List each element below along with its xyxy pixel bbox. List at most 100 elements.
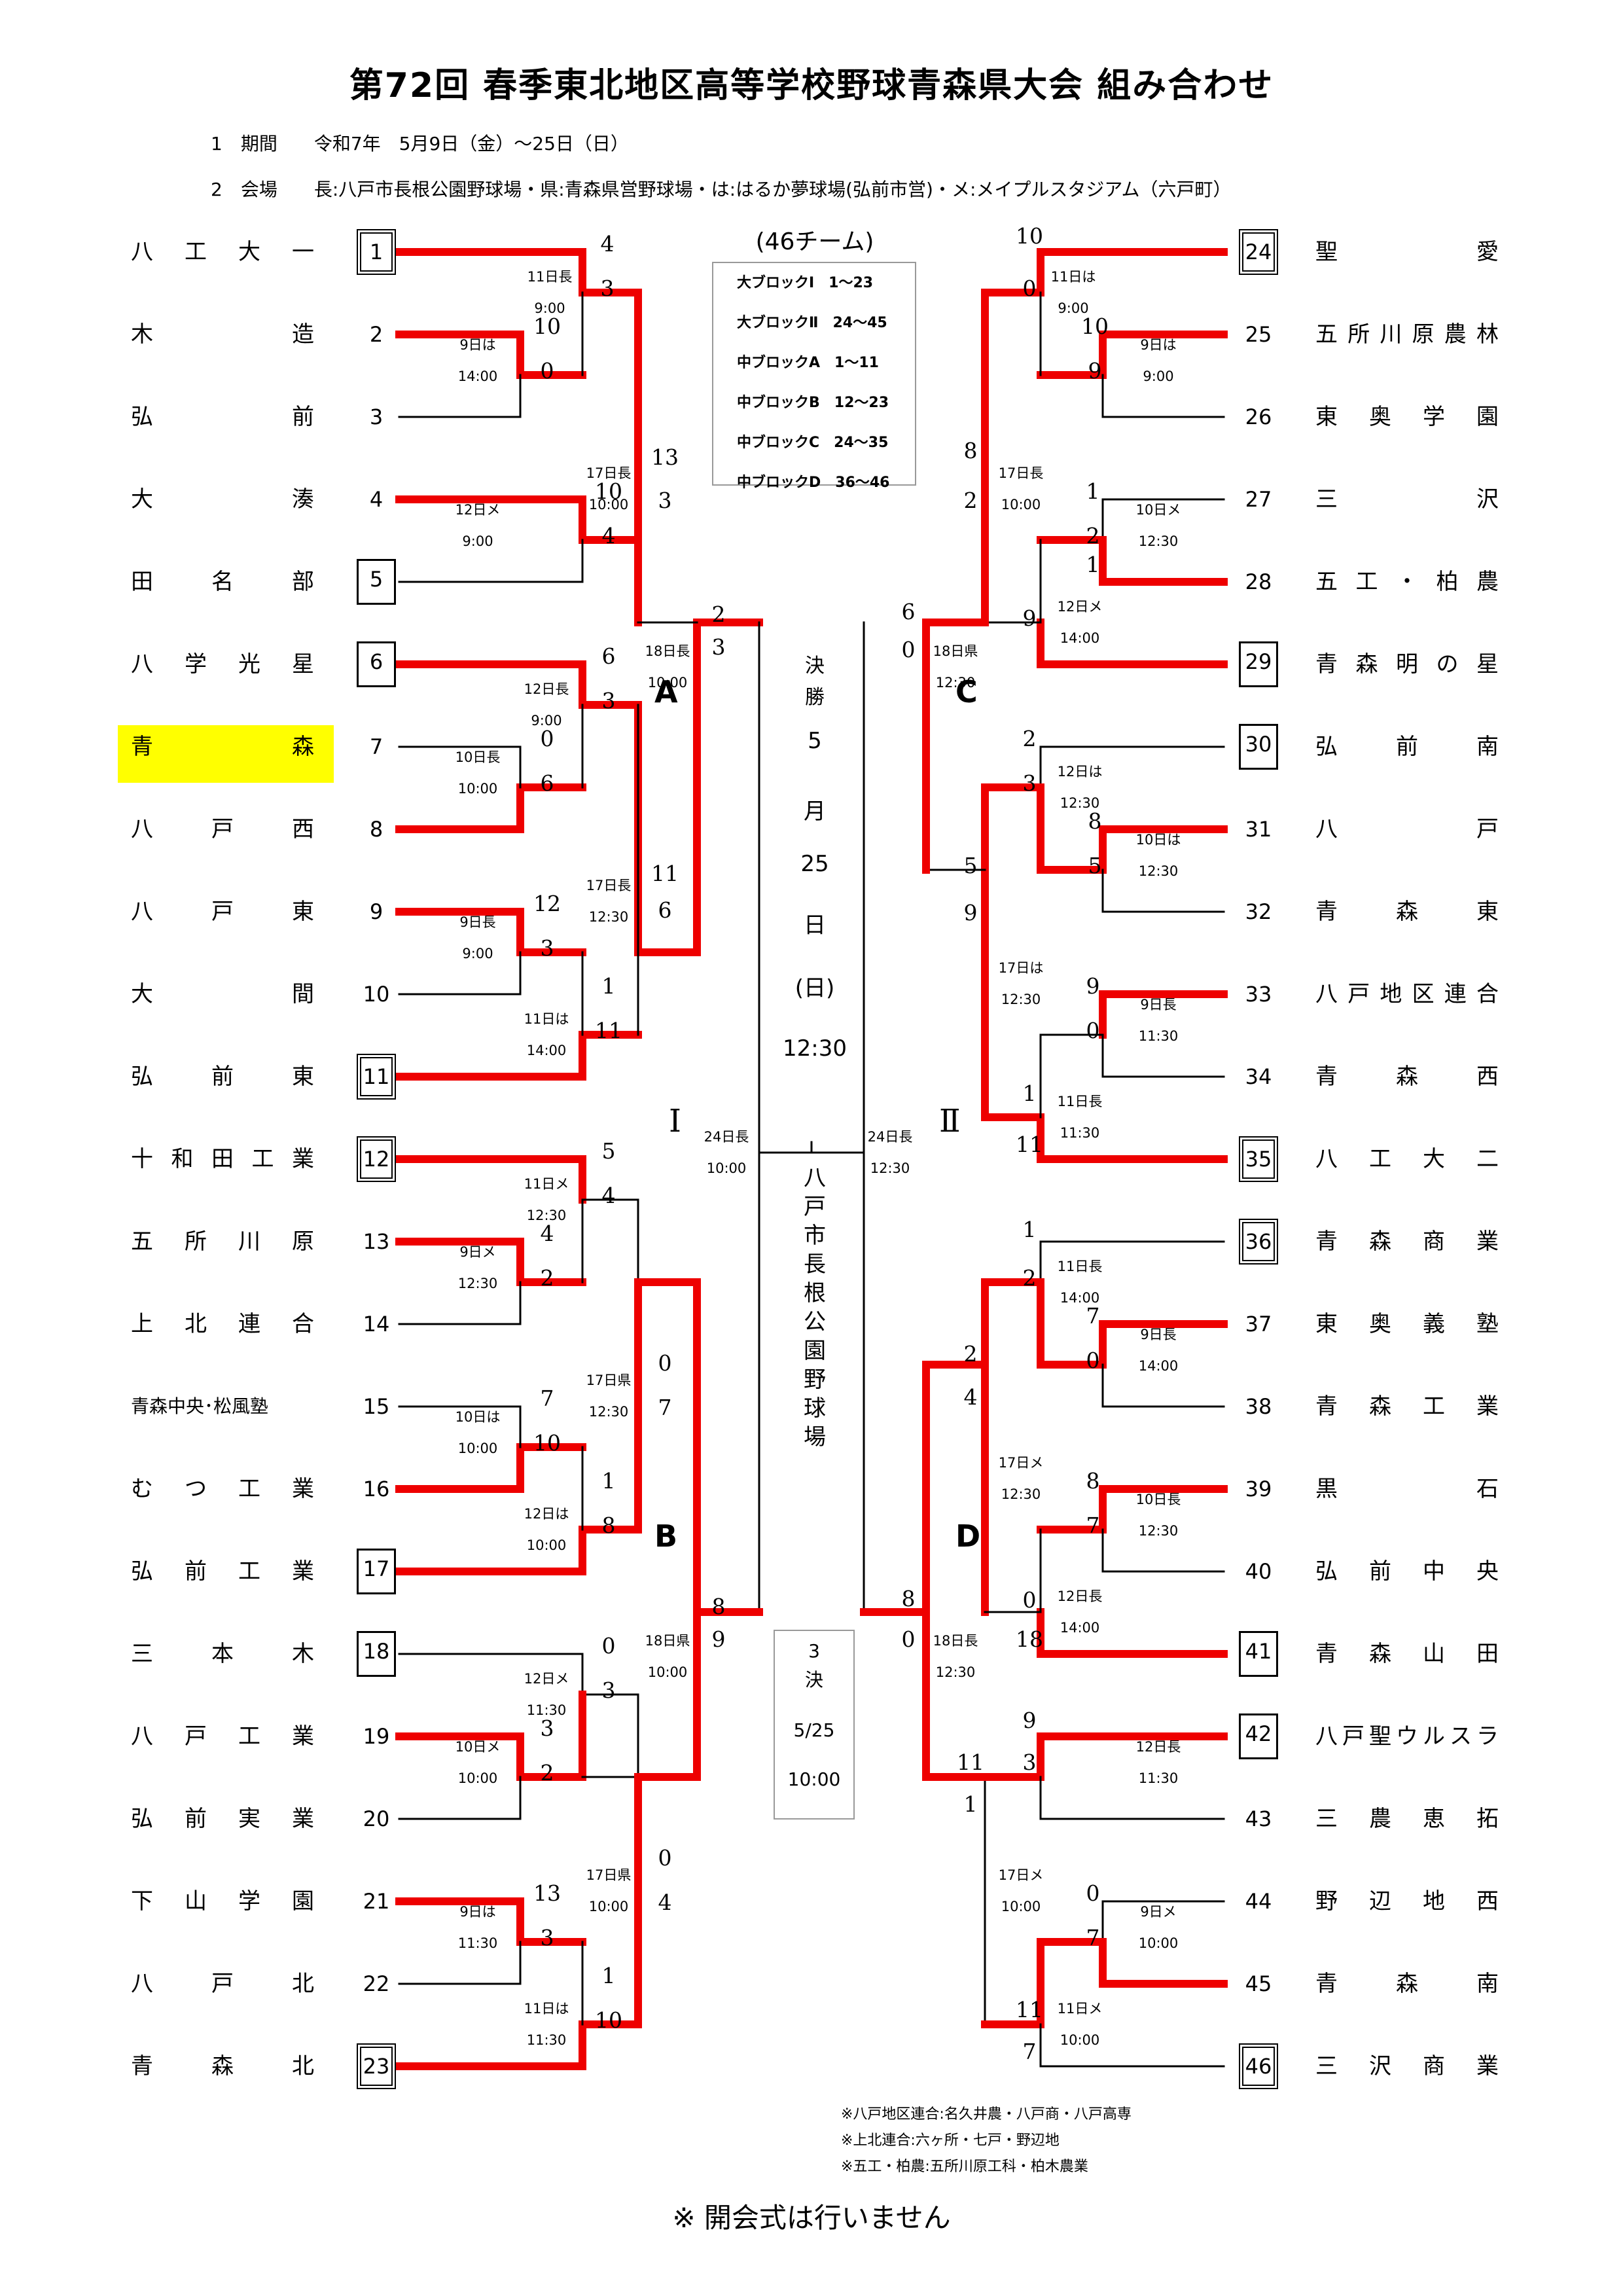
final-weekday: (日): [794, 975, 835, 1001]
team-number: 40: [1245, 1559, 1272, 1584]
team-number: 7: [369, 734, 383, 759]
score-value: 3: [540, 935, 554, 961]
match-date-venue: 10日メ: [1135, 502, 1181, 518]
match-time: 9:00: [534, 300, 565, 316]
score-value: 1: [1022, 1081, 1037, 1106]
team-number: 22: [363, 1971, 390, 1996]
match-date-venue: 10日長: [455, 749, 501, 765]
score-value: 4: [540, 1221, 554, 1246]
score-value: 7: [658, 1395, 672, 1420]
score-value: 1: [601, 973, 616, 999]
score-value: 6: [601, 643, 616, 669]
match-date-venue: 11日は: [1050, 269, 1096, 285]
score-value: 5: [1088, 853, 1102, 878]
third-place-date: 5/25: [793, 1719, 835, 1741]
score-value: 7: [1022, 2039, 1037, 2064]
team-number: 11: [357, 1054, 396, 1100]
match-time: 14:00: [457, 368, 498, 384]
match-date-venue: 18日県: [645, 1633, 690, 1649]
final-month-num: 5: [808, 728, 822, 754]
match-date-venue: 9日長: [459, 914, 496, 930]
team-name: 三農恵拓: [1315, 1806, 1499, 1832]
score-value: 3: [601, 1677, 616, 1703]
venue-char: 戸: [804, 1194, 826, 1220]
score-value: 1: [601, 1963, 616, 1988]
venue-char: 野: [804, 1367, 826, 1393]
team-name: 五所川原: [131, 1229, 314, 1255]
team-name: 十和田工業: [131, 1146, 314, 1172]
venue-char: 球: [804, 1395, 826, 1422]
match-time: 14:00: [1138, 1358, 1179, 1374]
note: ※八戸地区連合:名久井農・八戸商・八戸高専: [841, 2106, 1132, 2123]
match-date-venue: 11日長: [527, 269, 573, 285]
match-date-venue: 9日長: [1140, 997, 1177, 1013]
team-name: 青森西: [1315, 1064, 1499, 1090]
venue-char: 園: [804, 1338, 826, 1364]
final-day: 日: [804, 912, 826, 939]
team-name: 八工大一: [131, 239, 314, 265]
team-number: 21: [363, 1889, 390, 1914]
team-number: 24: [1239, 229, 1278, 275]
match-time: 12:30: [935, 675, 976, 691]
score-value: 2: [963, 1341, 978, 1367]
score-value: 9: [1022, 1708, 1037, 1733]
match-time: 10:00: [647, 675, 688, 691]
match-time: 9:00: [462, 533, 493, 549]
match-time: 10:00: [706, 1160, 747, 1176]
match-time: 10:00: [1138, 1935, 1179, 1951]
final-time: 12:30: [783, 1035, 847, 1062]
team-name: 青森南: [1315, 1971, 1499, 1997]
block-label-d: D: [955, 1518, 981, 1554]
match-date-venue: 11日は: [524, 2001, 569, 2017]
team-name: 三沢商業: [1315, 2053, 1499, 2079]
score-value: 12: [533, 891, 561, 916]
team-name: 下山学園: [131, 1888, 314, 1914]
score-value: 8: [1086, 1468, 1100, 1494]
score-value: 1: [601, 1468, 616, 1494]
score-value: 11: [595, 1018, 622, 1043]
score-value: 6: [901, 599, 916, 624]
match-date-venue: 9日メ: [459, 1244, 496, 1260]
legend-row: 大ブロックⅡ 24〜45: [737, 315, 887, 331]
team-name: 八工大二: [1315, 1146, 1499, 1172]
score-value: 6: [540, 770, 554, 796]
score-value: 6: [658, 897, 672, 923]
score-value: 9: [1086, 973, 1100, 999]
score-value: 2: [711, 601, 726, 627]
match-time: 12:30: [1001, 992, 1041, 1007]
team-number: 30: [1239, 724, 1278, 770]
match-date-venue: 12日は: [1057, 764, 1103, 780]
team-number: 36: [1239, 1219, 1278, 1265]
match-date-venue: 12日メ: [455, 502, 501, 518]
team-name: 青森山田: [1315, 1641, 1499, 1667]
score-value: 0: [601, 1633, 616, 1659]
team-number: 27: [1245, 487, 1272, 512]
score-value: 4: [601, 523, 616, 548]
match-date-venue: 11日長: [1057, 1259, 1103, 1274]
third-place-label: 3: [808, 1640, 820, 1662]
match-time: 10:00: [1001, 1899, 1041, 1914]
score-value: 7: [1086, 1303, 1100, 1329]
score-value: 0: [1086, 1880, 1100, 1906]
score-value: 0: [540, 358, 554, 384]
team-name: 田名部: [131, 569, 314, 595]
team-name: 青森中央･松風塾: [131, 1395, 269, 1417]
match-time: 12:30: [870, 1160, 910, 1176]
match-time: 11:30: [526, 1702, 567, 1718]
block-label-b: B: [654, 1518, 678, 1554]
team-number: 33: [1245, 982, 1272, 1007]
team-number: 34: [1245, 1064, 1272, 1089]
team-name: 弘前南: [1315, 734, 1499, 760]
score-value: 7: [1086, 1925, 1100, 1950]
